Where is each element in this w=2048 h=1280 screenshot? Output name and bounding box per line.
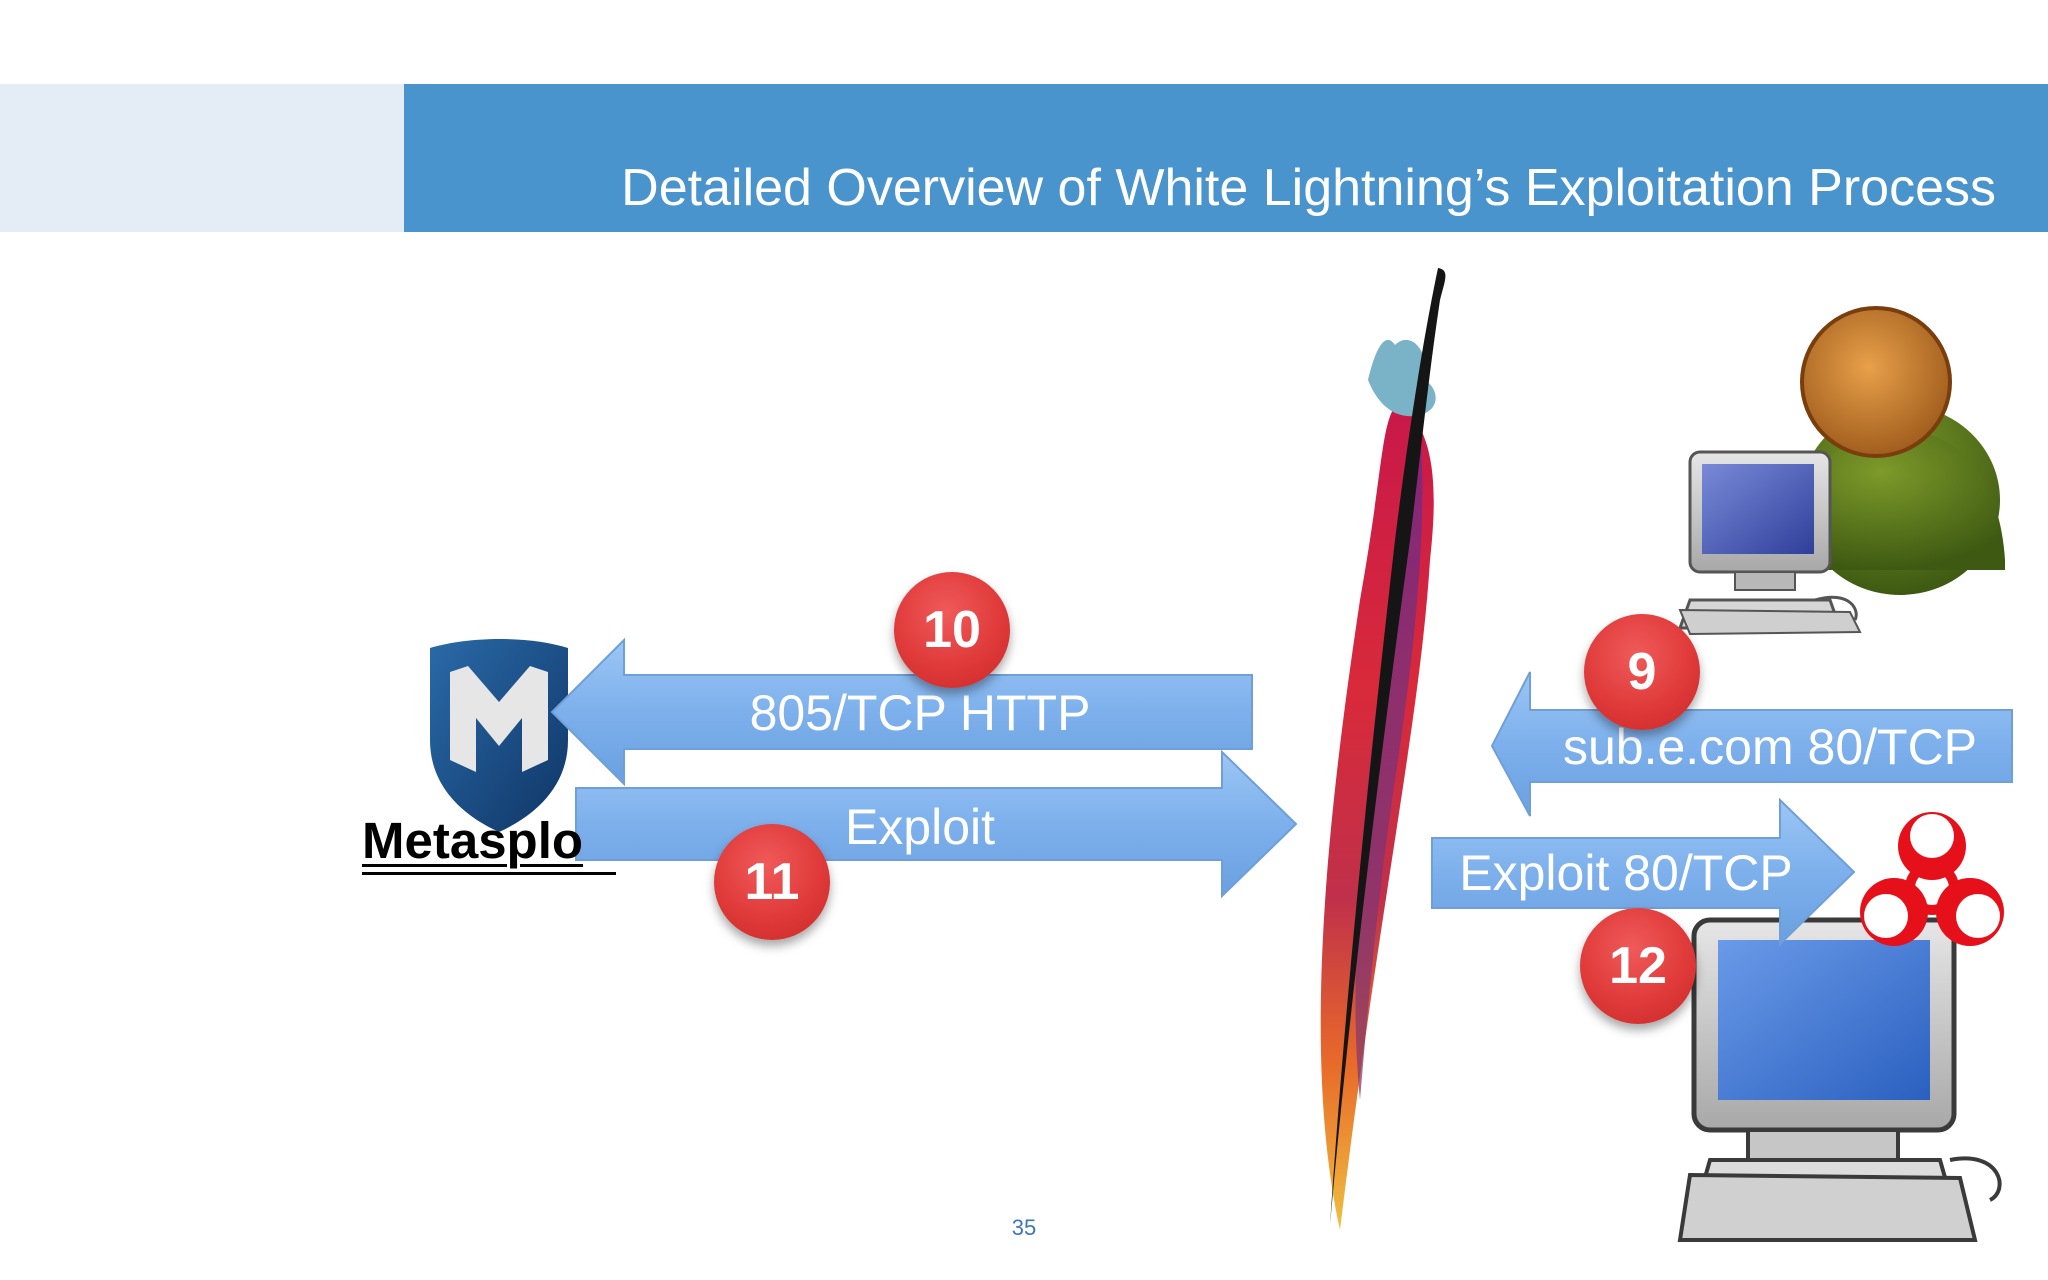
slide-title: Detailed Overview of White Lightning’s E… (621, 159, 1996, 217)
biohazard-icon (1860, 812, 2004, 946)
arrow-http-callback (550, 637, 1253, 787)
metasploit-logo-icon (430, 639, 568, 832)
arrow-label-http-callback: 805/TCP HTTP (749, 685, 1091, 741)
step-badge-12: 12 (1580, 908, 1696, 1024)
metasploit-label: Metasplo (362, 812, 616, 875)
apache-feather-icon (1320, 268, 1446, 1230)
arrow-label-exploit-80: Exploit 80/TCP (1459, 845, 1793, 901)
page-number: 35 (1011, 1215, 1037, 1240)
header-left-panel (0, 84, 404, 232)
step-badge-10: 10 (894, 572, 1010, 688)
arrow-exploit-to-victim (1431, 797, 1856, 947)
header-title-bar (404, 84, 2048, 232)
user-at-computer-icon (1677, 306, 2005, 636)
step-badge-9: 9 (1584, 614, 1700, 730)
arrow-subdomain-request (1490, 671, 2013, 817)
infected-computer-icon (1677, 917, 2002, 1242)
step-badge-11: 11 (714, 824, 830, 940)
arrow-label-exploit: Exploit (844, 799, 996, 855)
